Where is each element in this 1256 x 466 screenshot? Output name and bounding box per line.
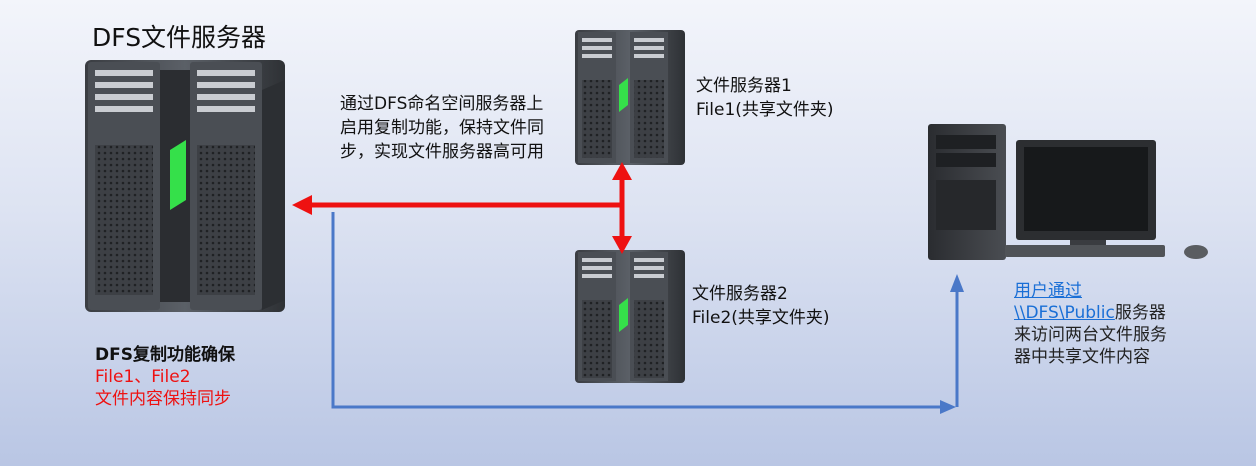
caption-sync: 文件内容保持同步 xyxy=(95,389,231,409)
server1-share: File1(共享文件夹) xyxy=(696,100,834,120)
user-access-caption: 用户通过 \\DFS\Public服务器 来访问两台文件服务 器中共享文件内容 xyxy=(1014,280,1234,368)
dfs-public-link[interactable]: \\DFS\Public xyxy=(1014,303,1115,323)
replication-note: 通过DFS命名空间服务器上启用复制功能，保持文件同步，实现文件服务器高可用 xyxy=(340,94,544,162)
diagram-title: DFS文件服务器 xyxy=(92,23,267,52)
user-caption-line3: 来访问两台文件服务 xyxy=(1014,325,1167,345)
server2-name: 文件服务器2 xyxy=(692,284,788,304)
server1-label: 文件服务器1 File1(共享文件夹) xyxy=(696,74,834,122)
sync-arrows xyxy=(292,162,632,254)
file-server-1-icon xyxy=(575,30,685,165)
file-server-2-icon xyxy=(575,250,685,383)
dfs-server-icon xyxy=(85,60,285,312)
desktop-computer-icon xyxy=(928,124,1208,260)
user-access-link-1[interactable]: 用户通过 xyxy=(1014,281,1082,301)
caption-heading: DFS复制功能确保 xyxy=(95,345,235,365)
access-path-arrows xyxy=(331,212,964,414)
server2-label: 文件服务器2 File2(共享文件夹) xyxy=(692,282,830,330)
user-caption-line4: 器中共享文件内容 xyxy=(1014,347,1150,367)
replication-caption: DFS复制功能确保 File1、File2 文件内容保持同步 xyxy=(95,344,235,410)
server2-share: File2(共享文件夹) xyxy=(692,308,830,328)
server1-name: 文件服务器1 xyxy=(696,76,792,96)
caption-files: File1、File2 xyxy=(95,367,191,387)
user-caption-server: 服务器 xyxy=(1114,303,1166,323)
